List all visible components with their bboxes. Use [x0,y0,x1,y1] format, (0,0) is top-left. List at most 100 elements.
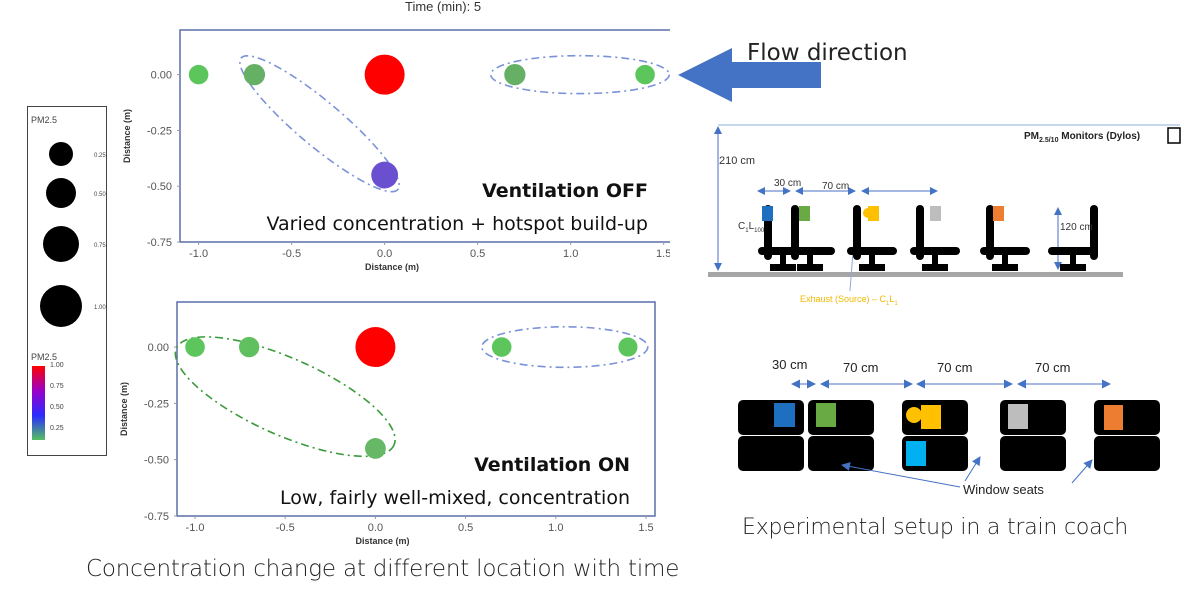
y-axis-label: Distance (m) [119,382,129,436]
monitor-icon [993,206,1004,221]
source-icon [863,208,873,218]
seat-window [1000,436,1066,471]
y-tick-label: -0.25 [144,398,169,410]
x-tick-label: -0.5 [276,522,295,534]
monitor-icon [906,441,926,466]
legend-size-label: 1.00 [94,305,106,311]
flow-arrow-icon [678,48,821,102]
data-point [504,63,526,86]
data-point [491,337,512,357]
legend-color-tick: 0.50 [50,404,64,411]
monitor-icon [921,405,941,429]
data-point [618,337,638,357]
monitor-icon [774,403,795,427]
legend-size-circle [49,142,73,166]
top-gap-label: 70 cm [843,360,879,375]
y-axis-label: Distance (m) [122,109,132,163]
c1l100-l: L [748,221,755,232]
y-tick-label: 0.00 [151,70,172,82]
chair-icon [1048,205,1098,271]
c1l100-label: C1L100 [738,221,764,234]
source-icon [906,407,922,423]
x-axis-label: Distance (m) [365,262,419,272]
chair-icon [980,205,1030,271]
left-caption: Concentration change at different locati… [86,556,680,582]
legend-size-label: 0.75 [94,243,106,249]
seat-height-label: 120 cm [1060,222,1093,233]
y-tick-label: -0.75 [147,237,172,249]
downstream-group-ellipse [489,54,670,95]
monitor-pm: PM [1024,131,1039,142]
c1l100-c: C [738,221,746,232]
right-caption: Experimental setup in a train coach [742,515,1129,540]
seat-aisle [1094,400,1160,435]
top-gap-label: 30 cm [772,357,808,372]
x-tick-label: 0.5 [458,522,473,534]
plot-frame [179,29,670,243]
chair-icon [910,205,960,271]
exhaust-sub2: 1 [894,300,898,307]
downstream-group-ellipse [481,325,649,369]
x-tick-label: -0.5 [282,248,301,260]
monitor-icon [816,403,836,427]
mixed-group-ellipse [174,336,396,458]
seat-window [1094,436,1160,471]
monitor-icon [930,206,941,221]
data-point [185,337,205,357]
chart-title: Ventilation ON [474,454,630,476]
y-tick-label: -0.25 [147,125,172,137]
legend-size-circle [40,285,82,327]
data-point [188,64,209,85]
legend-size-swatches: 0.25 0.50 0.75 1.00 [40,142,106,327]
data-point [365,438,386,459]
chart-ventilation-on: 0.00 -0.25 -0.50 -0.75 -1.0 -0.5 0.0 0.5 1.0 1.5 D… [119,301,656,546]
monitor-icon [799,206,810,221]
chart-subtitle: Varied concentration + hotspot build-up [266,213,648,235]
top-gap-label: 70 cm [937,360,973,375]
x-tick-label: 1.5 [638,522,653,534]
chair-icon [785,205,835,271]
monitor-legend-label: PM2.5/10 Monitors (Dylos) [1024,131,1140,144]
y-tick-label: -0.75 [144,511,169,523]
y-tick-label: -0.50 [144,455,169,467]
x-tick-label: 0.5 [470,248,485,260]
monitor-icon [762,206,773,221]
flow-direction-label: Flow direction [747,40,908,66]
gap-70-label: 70 cm [822,181,850,192]
x-tick-label: 1.5 [656,248,670,260]
monitor-suffix: Monitors (Dylos) [1058,131,1141,142]
x-tick-label: 1.0 [563,248,578,260]
monitor-icon [1104,405,1123,430]
chart-subtitle: Low, fairly well-mixed, concentration [280,487,630,509]
x-tick-label: -1.0 [189,248,208,260]
chart-title: Ventilation OFF [482,180,648,202]
window-seats-label: Window seats [963,482,1044,497]
x-tick-label: 1.0 [548,522,563,534]
time-label: Time (min): 5 [405,0,482,14]
legend-size-circle [43,226,79,262]
data-point [371,161,399,189]
exhaust-sub1: 1 [886,300,890,307]
seat-window [738,436,804,471]
top-view-diagram [738,379,1160,488]
exhaust-label: Exhaust (Source) – C1L1 [800,294,898,307]
y-tick-label: -0.50 [147,181,172,193]
c1l100-sub1: 1 [745,228,749,234]
legend-color-tick: 0.25 [50,425,64,432]
exhaust-text: Exhaust (Source) – C [800,294,887,304]
gap-30-label: 30 cm [774,178,802,189]
y-tick-label: 0.00 [148,342,169,354]
data-point [238,336,260,358]
monitor-icon [868,206,879,221]
legend-size-label: 0.50 [94,192,106,198]
x-tick-label: 0.0 [368,522,383,534]
seat-window [808,436,874,471]
chair-icon [847,205,897,271]
legend-size-label: 0.25 [94,153,106,159]
monitor-pm-sub: 2.5/10 [1039,137,1059,144]
legend-color-title: PM2.5 [31,352,58,362]
x-tick-label: -1.0 [186,522,205,534]
legend-size-circle [46,178,76,208]
x-tick-label: 0.0 [377,248,392,260]
